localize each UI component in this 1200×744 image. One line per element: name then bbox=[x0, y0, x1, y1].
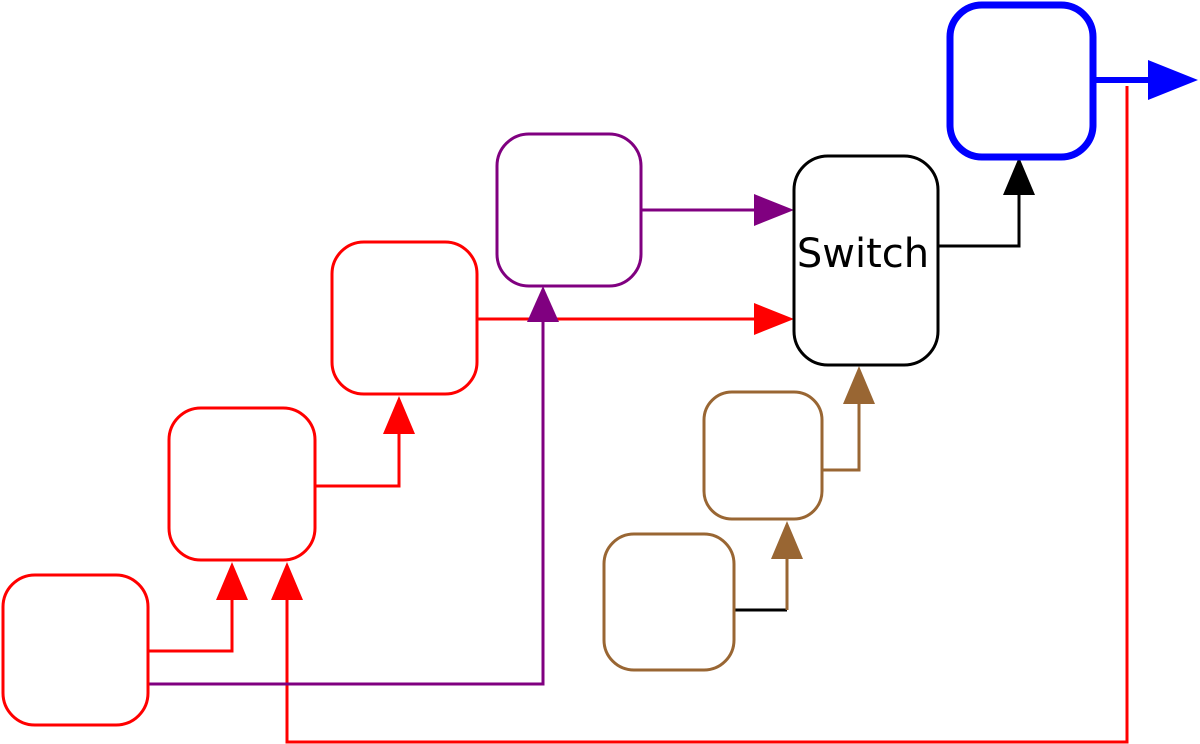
red-box-3 bbox=[330, 240, 479, 396]
switch-box-outline bbox=[792, 154, 940, 367]
arrowhead-brown bbox=[771, 521, 803, 559]
arrowhead-purple bbox=[754, 194, 794, 226]
connector-box1-to-purple-box bbox=[148, 318, 545, 686]
arrowhead-red bbox=[271, 562, 303, 600]
connector-brown-box2-to-switch bbox=[822, 402, 861, 472]
connector-feedback-to-box2 bbox=[285, 86, 1129, 744]
red-box-1 bbox=[1, 573, 150, 727]
purple-box bbox=[495, 132, 643, 288]
connector-box2-to-box3 bbox=[315, 430, 401, 488]
blue-output-box bbox=[946, 1, 1097, 161]
brown-box-2 bbox=[702, 390, 824, 521]
switch-box: Switch bbox=[792, 154, 940, 367]
arrowhead-red bbox=[754, 303, 794, 335]
red-box-2 bbox=[167, 406, 317, 562]
brown-box-1 bbox=[602, 532, 736, 672]
arrowhead-blue bbox=[1148, 60, 1198, 100]
arrowhead-red bbox=[383, 396, 415, 434]
connector-box1-to-box2-left bbox=[148, 596, 234, 653]
arrowhead-purple bbox=[527, 286, 559, 322]
arrowhead-brown bbox=[843, 366, 875, 404]
connector-switch-to-blue-box bbox=[938, 192, 1021, 248]
switch-label: Switch bbox=[797, 231, 929, 277]
arrowhead-black bbox=[1003, 157, 1035, 195]
arrowhead-red bbox=[216, 562, 248, 600]
